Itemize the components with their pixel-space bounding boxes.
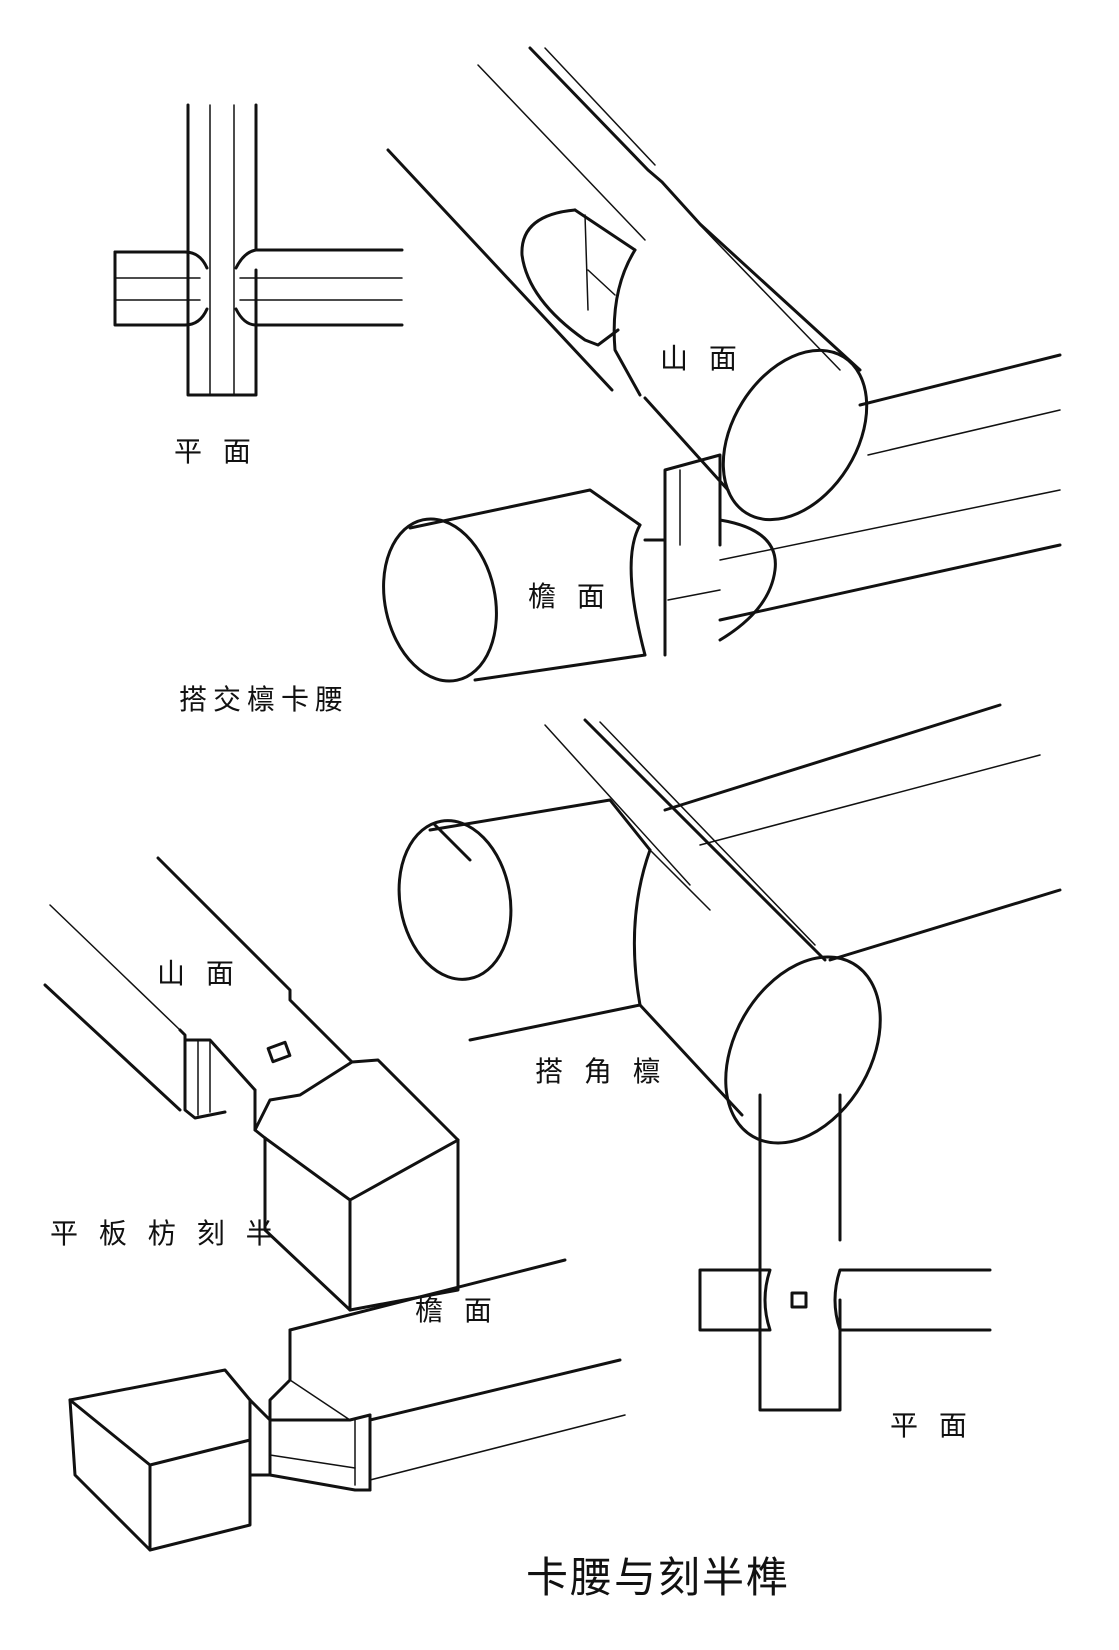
figure-caption: 卡腰与刻半榫 [526, 1553, 791, 1602]
yan-mian-bottom-label: 檐 面 [415, 1294, 498, 1327]
dajiao-lin-kayao-drawing [382, 46, 1062, 683]
shan-mian-top-label: 山 面 [660, 342, 743, 375]
top-plan-label: 平 面 [174, 435, 257, 468]
dajiao-lin-label: 搭 角 檩 [535, 1055, 667, 1088]
shan-mian-bottom-label: 山 面 [157, 957, 240, 990]
pingban-fang-yan-drawing [68, 1258, 626, 1552]
dajiao-kayao-label: 搭交檩卡腰 [179, 683, 350, 716]
bottom-plan-view [698, 1093, 992, 1412]
bottom-plan-label: 平 面 [890, 1409, 973, 1442]
pingban-fang-shan-drawing [43, 856, 460, 1312]
pingban-fang-label: 平 板 枋 刻 半 [50, 1217, 280, 1250]
yan-mian-top-label: 檐 面 [528, 580, 611, 613]
top-plan-view [113, 103, 404, 397]
dajiao-lin-drawing [397, 703, 1062, 1145]
